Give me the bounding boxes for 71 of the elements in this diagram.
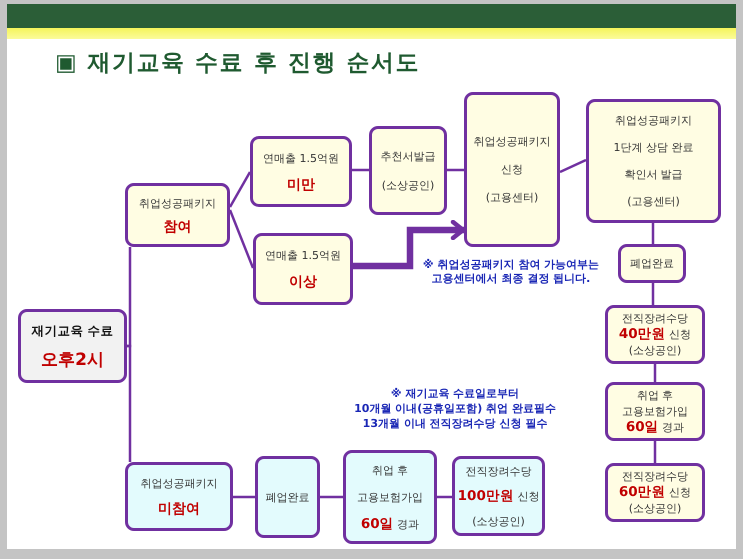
process-box <box>618 244 686 283</box>
box-label: 취업 후 <box>372 462 408 478</box>
box-label: 연매출 1.5억원 <box>263 150 339 166</box>
box-label: 폐업완료 <box>266 490 310 504</box>
box-label: (소상공인) <box>382 178 434 192</box>
box-label: 확인서 발급 <box>624 167 683 182</box>
note-text: ※ 재기교육 수료일로부터 <box>390 387 520 401</box>
box-label: (고용센터) <box>627 194 680 209</box>
box-label: 고용보험가입 <box>357 490 423 504</box>
connector-line <box>233 496 255 498</box>
process-box <box>586 99 721 223</box>
connector-line <box>228 171 252 208</box>
box-label: 미만 <box>287 178 315 192</box>
connector-line <box>127 344 132 462</box>
box-label: 재기교육 수료 <box>31 322 114 338</box>
connector-line <box>320 496 343 498</box>
box-label: 오후2시 <box>41 350 104 370</box>
connector-line <box>652 223 654 244</box>
note-text: 13개월 이내 전직장려수당 신청 필수 <box>362 417 548 431</box>
connector-line <box>654 441 656 463</box>
process-box <box>125 183 230 247</box>
box-label: 1단계 상담 완료 <box>614 140 694 155</box>
connector-line <box>654 364 656 382</box>
process-box <box>464 92 560 247</box>
connector-line <box>228 210 254 268</box>
box-label: 전직장려수당 <box>622 469 688 484</box>
box-label: 이상 <box>289 275 317 290</box>
box-label: 100만원 신청 <box>458 488 540 504</box>
box-label: 폐업완료 <box>630 256 674 271</box>
box-label: 취업 후 <box>636 388 674 403</box>
box-label: 연매출 1.5억원 <box>265 248 341 263</box>
box-label: 미참여 <box>158 502 200 517</box>
connector-line <box>447 168 464 172</box>
connector-line <box>127 247 132 348</box>
box-label: 전직장려수당 <box>622 311 688 326</box>
connector-line <box>437 496 452 498</box>
box-label: 고용보험가입 <box>622 404 688 419</box>
arrow <box>353 220 466 270</box>
title: ▣ 재기교육 수료 후 진행 순서도 <box>55 49 420 77</box>
process-box <box>605 305 705 364</box>
box-label: 60만원 신청 <box>618 485 692 500</box>
process-box <box>250 136 352 207</box>
note-text: ※ 취업성공패키지 참여 가능여부는 고용센터에서 최종 결정 됩니다. <box>422 258 600 286</box>
process-box <box>605 382 705 441</box>
process-box <box>125 462 233 531</box>
box-label: 추천서발급 <box>380 148 436 164</box>
box-label: 취업성공패키지 <box>474 134 550 149</box>
connector-line <box>352 168 369 172</box>
note-text: 10개월 이내(공휴일포함) 취업 완료필수 <box>353 402 557 416</box>
box-label: (고용센터) <box>486 190 538 205</box>
process-box <box>18 309 127 383</box>
box-label: (소상공인) <box>628 501 682 516</box>
box-label: 40만원 신청 <box>618 327 692 342</box>
box-label: 전직장려수당 <box>466 464 532 478</box>
box-label: 신청 <box>501 162 523 177</box>
box-label: (소상공인) <box>628 343 682 358</box>
box-label: 취업성공패키지 <box>140 476 218 491</box>
process-box <box>253 233 353 305</box>
box-label: (소상공인) <box>472 514 525 528</box>
process-box <box>605 463 705 522</box>
connector-line <box>559 158 587 174</box>
box-label: 60일 경과 <box>360 516 420 532</box>
process-box <box>343 450 437 544</box>
process-box <box>369 126 447 215</box>
process-box <box>255 456 320 538</box>
box-label: 60일 경과 <box>626 420 684 435</box>
process-box <box>452 456 545 536</box>
box-label: 취업성공패키지 <box>615 113 692 128</box>
connector-line <box>652 283 654 305</box>
box-label: 취업성공패키지 <box>139 196 216 210</box>
box-label: 참여 <box>164 220 192 234</box>
